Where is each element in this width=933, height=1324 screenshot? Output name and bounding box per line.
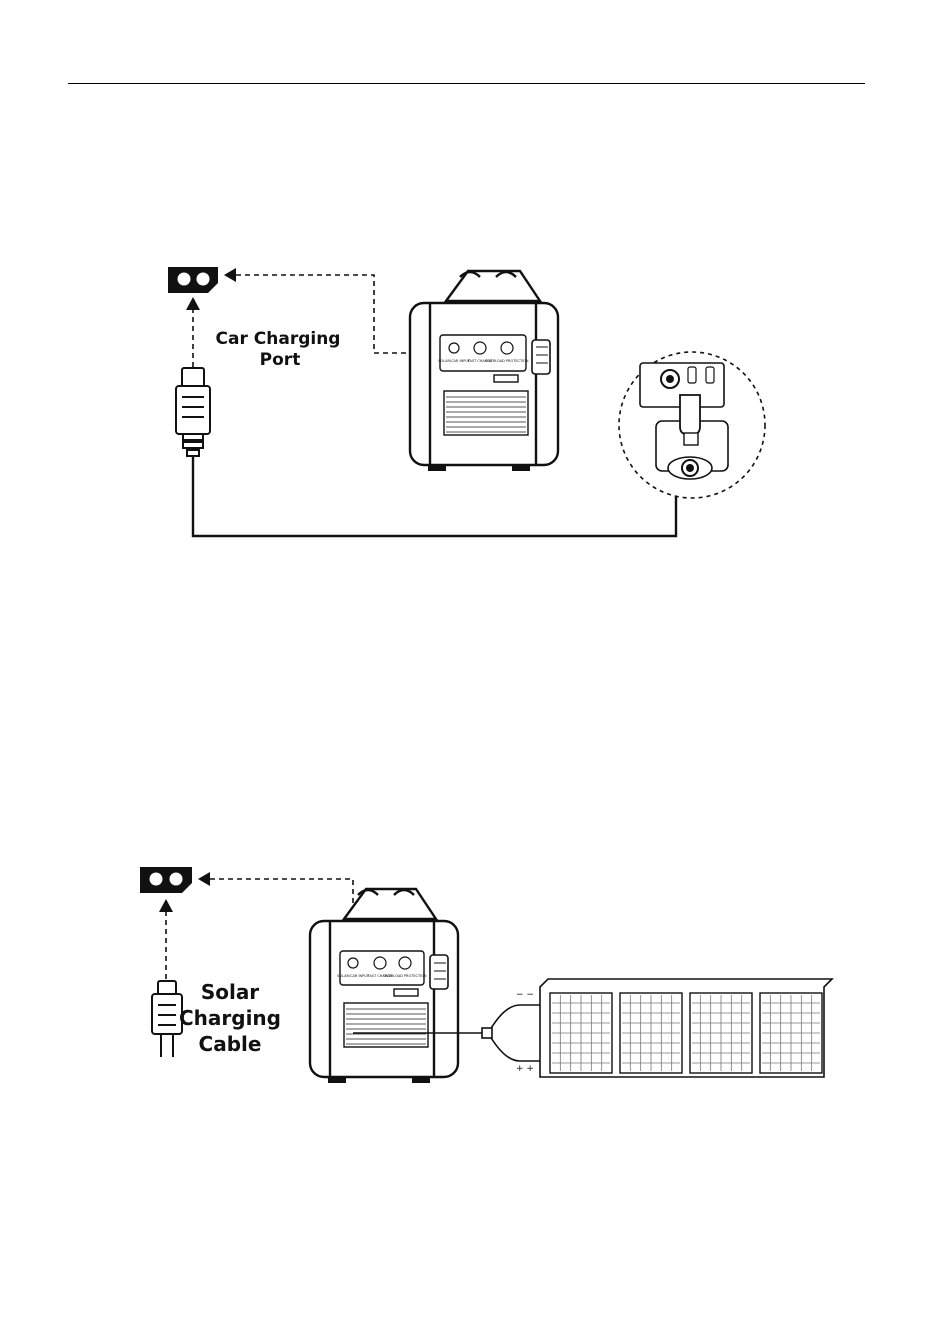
input-port-label: SOLAR/CAR INPUT [337, 974, 370, 978]
car-charging-diagram: Car Charging Port [0, 255, 933, 555]
car-charging-label-line1: Car Charging [216, 329, 341, 349]
protection-label: OVERLOAD PROTECTION [485, 359, 528, 363]
power-station [410, 271, 558, 471]
input-port-label: SOLAR/CAR INPUT [438, 359, 471, 363]
arrow-head-left [224, 268, 236, 282]
arrow-head-left [198, 872, 210, 886]
connector-icon [168, 267, 218, 293]
protection-label: OVERLOAD PROTECTION [383, 974, 426, 978]
polarity-positive: + + [516, 1064, 534, 1074]
arrow-head-up [159, 899, 173, 912]
solar-panel [540, 979, 832, 1077]
solar-plug-icon [152, 981, 182, 1057]
solar-charging-diagram: Solar Charging Cable SOLAR/CAR INPUT FAS… [0, 855, 933, 1095]
solar-label-line2: Charging [179, 1006, 281, 1030]
connector-icon [140, 867, 192, 893]
power-station [310, 889, 458, 1083]
arrow-head-up [186, 297, 200, 310]
car-charging-label-line2: Port [260, 350, 301, 370]
magnified-port-callout [619, 352, 765, 498]
car-plug-icon [176, 368, 210, 456]
polarity-negative: − − [516, 990, 534, 1000]
solar-label-line1: Solar [201, 980, 259, 1004]
header-rule [68, 83, 865, 84]
solar-label-line3: Cable [199, 1032, 262, 1056]
